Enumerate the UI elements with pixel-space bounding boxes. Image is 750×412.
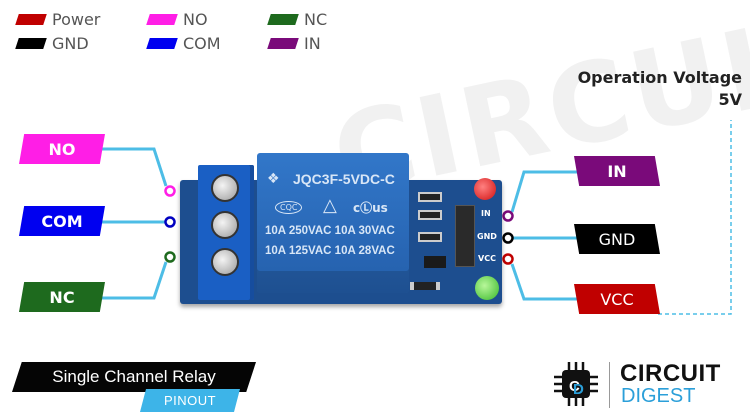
operation-voltage-text: Operation Voltage <box>577 68 742 87</box>
logo-text-circuit: CIRCUIT <box>620 360 721 387</box>
header-label-gnd: GND <box>477 232 497 241</box>
relay-body: JQC3F-5VDC-C ❖ CQC △ cⓁus 10A 250VAC 10A… <box>257 153 409 293</box>
pin-tag-gnd: GND <box>574 224 660 254</box>
svg-text:D: D <box>573 381 584 398</box>
screw-terminal-block <box>198 165 254 300</box>
screw-terminal-no <box>211 174 239 202</box>
header-label-vcc: VCC <box>478 254 496 263</box>
pin-tag-gnd-label: GND <box>598 229 636 249</box>
relay-brand-icon: ❖ <box>267 171 280 187</box>
diode <box>410 282 440 290</box>
pin-tag-nc: NC <box>19 282 105 312</box>
pinout-badge: PINOUT <box>140 389 240 412</box>
pin-tag-no: NO <box>19 134 105 164</box>
pin-header <box>455 205 475 267</box>
relay-rating-1: 10A 250VAC 10A 30VAC <box>265 225 395 237</box>
legend-label-in: IN <box>304 34 321 53</box>
logo-divider <box>609 362 610 408</box>
legend-label-com: COM <box>183 34 221 53</box>
chip-icon: C D <box>554 362 598 406</box>
transistor <box>424 256 446 268</box>
relay-rating-2: 10A 125VAC 10A 28VAC <box>265 245 395 257</box>
pin-tag-in: IN <box>574 156 660 186</box>
legend-label-power: Power <box>52 10 101 29</box>
cqc-icon: CQC <box>275 201 303 214</box>
pin-tag-vcc-label: VCC <box>600 289 634 309</box>
legend-label-nc: NC <box>304 10 328 29</box>
power-led-red <box>474 178 496 200</box>
pin-tag-com: COM <box>19 206 105 236</box>
relay-model-label: JQC3F-5VDC-C <box>293 171 395 187</box>
screw-terminal-nc <box>211 248 239 276</box>
legend-label-gnd: GND <box>52 34 89 53</box>
title-banner: Single Channel Relay <box>12 362 256 392</box>
operation-voltage-label: Operation Voltage 5V <box>578 67 742 111</box>
status-led-green <box>475 276 499 300</box>
title-text: Single Channel Relay <box>52 367 216 386</box>
legend-label-no: NO <box>183 10 208 29</box>
smd-resistor-3 <box>418 232 442 242</box>
svg-text:C: C <box>569 378 580 395</box>
smd-resistor-1 <box>418 192 442 202</box>
operation-voltage-value: 5V <box>718 90 742 109</box>
pin-tag-com-label: COM <box>41 211 83 231</box>
logo-text-digest: DIGEST <box>621 385 696 407</box>
circuit-digest-logo: C D <box>552 360 600 408</box>
warning-triangle-icon: △ <box>323 195 337 216</box>
pin-tag-no-label: NO <box>48 139 76 159</box>
smd-resistor-2 <box>418 210 442 220</box>
ul-mark-icon: cⓁus <box>353 201 388 215</box>
screw-terminal-com <box>211 211 239 239</box>
pin-tag-in-label: IN <box>607 161 627 181</box>
pin-tag-vcc: VCC <box>574 284 660 314</box>
pinout-text: PINOUT <box>163 393 217 408</box>
pin-tag-nc-label: NC <box>49 287 75 307</box>
header-label-in: IN <box>481 209 491 218</box>
